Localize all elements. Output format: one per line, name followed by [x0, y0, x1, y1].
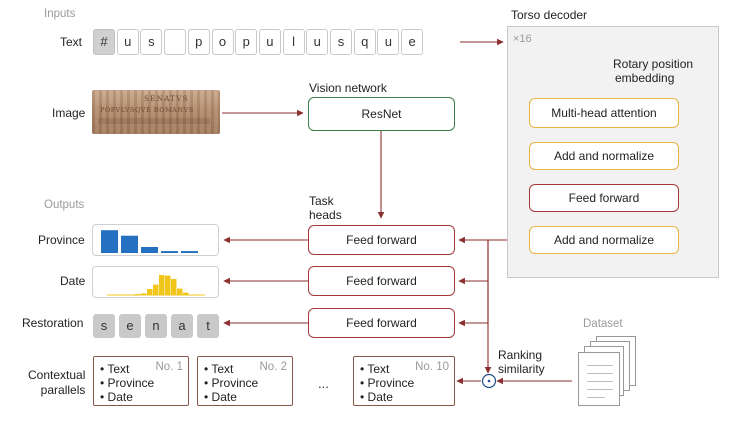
cards-ellipsis: ... — [318, 376, 329, 391]
inputs-section-label: Inputs — [44, 8, 76, 20]
parallel-card-10: No. 10 • Text • Province • Date — [353, 356, 455, 406]
date-bar — [165, 275, 171, 295]
text-token: u — [116, 29, 139, 55]
province-bar — [181, 251, 198, 253]
ranking-line2: similarity — [498, 362, 545, 376]
dataset-label: Dataset — [583, 318, 623, 330]
add-normalize-box-2: Add and normalize — [529, 226, 679, 254]
card-number: No. 1 — [155, 361, 184, 373]
province-chart — [92, 224, 219, 256]
province-bar — [101, 230, 118, 253]
text-row-label: Text — [60, 35, 83, 49]
multi-head-attention-box: Multi-head attention — [529, 98, 679, 128]
text-token: o — [211, 29, 234, 55]
text-token: p — [235, 29, 258, 55]
card-number: No. 10 — [415, 361, 449, 373]
restoration-token: n — [145, 314, 167, 338]
text-token: p — [187, 29, 210, 55]
text-token: u — [377, 29, 400, 55]
resnet-box: ResNet — [308, 97, 455, 131]
province-bars — [101, 230, 198, 253]
date-bar — [171, 279, 177, 295]
task-heads-line2: heads — [309, 208, 342, 222]
text-token: u — [306, 29, 329, 55]
restoration-row-label: Restoration — [22, 316, 84, 330]
restoration-token: t — [197, 314, 219, 338]
text-token: q — [353, 29, 376, 55]
rotary-label-line2: embedding — [615, 71, 675, 85]
date-bar — [159, 275, 165, 295]
rotary-label-line1: Rotary position — [613, 57, 694, 71]
torso-repeat-count: ×16 — [513, 33, 532, 45]
card-number: No. 2 — [259, 361, 288, 373]
text-token: u — [258, 29, 281, 55]
province-bar — [161, 251, 178, 253]
rotary-label: Rotary position embedding — [613, 57, 693, 85]
task-heads-title: Task heads — [309, 194, 342, 222]
add-normalize-box-1: Add and normalize — [529, 142, 679, 170]
contextual-row-label: Contextual parallels — [28, 368, 85, 398]
date-row-label: Date — [60, 274, 86, 288]
dot-product-icon — [481, 373, 497, 389]
card-item: • Text — [100, 362, 130, 376]
date-bar — [141, 293, 147, 295]
province-bar — [121, 235, 138, 253]
inscription-image: SENATVS POPVLVSQVE ROMANVS — [92, 90, 220, 134]
dataset-icon — [578, 336, 648, 410]
ranking-line1: Ranking — [498, 348, 543, 362]
inscription-line1: SENATVS — [144, 94, 189, 103]
card-item: • Province — [100, 376, 155, 390]
province-bar — [141, 247, 158, 253]
date-bar — [147, 289, 153, 295]
outputs-section-label: Outputs — [44, 199, 85, 211]
restoration-feed-forward-box: Feed forward — [308, 308, 455, 338]
province-row-label: Province — [38, 233, 85, 247]
text-token: e — [401, 29, 424, 55]
card-item: • Text — [360, 362, 390, 376]
parallel-card-1: No. 1 • Text • Province • Date — [93, 356, 189, 406]
date-chart — [92, 266, 219, 298]
card-item: • Date — [360, 390, 393, 404]
vision-network-title: Vision network — [309, 81, 387, 95]
ranking-similarity-label: Ranking similarity — [498, 348, 545, 376]
text-token: # — [93, 29, 115, 55]
date-bar — [153, 284, 159, 295]
image-row-label: Image — [52, 106, 86, 120]
text-token: s — [330, 29, 352, 55]
date-bar — [183, 292, 189, 295]
card-item: • Date — [100, 390, 133, 404]
province-feed-forward-box: Feed forward — [308, 225, 455, 255]
date-bars — [107, 275, 205, 296]
card-item: • Text — [204, 362, 234, 376]
restoration-token: s — [93, 314, 115, 338]
date-bar — [177, 288, 183, 295]
text-token: l — [282, 29, 305, 55]
inscription-line2: POPVLVSQVE ROMANVS — [100, 106, 194, 114]
card-item: • Province — [204, 376, 259, 390]
contextual-label-line2: parallels — [40, 383, 86, 397]
parallel-card-2: No. 2 • Text • Province • Date — [197, 356, 293, 406]
date-feed-forward-box: Feed forward — [308, 266, 455, 296]
torso-decoder-title: Torso decoder — [511, 8, 588, 22]
torso-feed-forward-box: Feed forward — [529, 184, 679, 212]
restoration-token: a — [171, 314, 193, 338]
task-heads-line1: Task — [309, 194, 334, 208]
card-item: • Province — [360, 376, 415, 390]
text-token — [164, 29, 187, 55]
card-item: • Date — [204, 390, 237, 404]
date-bar — [135, 294, 141, 295]
restoration-token: e — [119, 314, 141, 338]
text-token: s — [140, 29, 163, 55]
contextual-label-line1: Contextual — [28, 368, 86, 382]
